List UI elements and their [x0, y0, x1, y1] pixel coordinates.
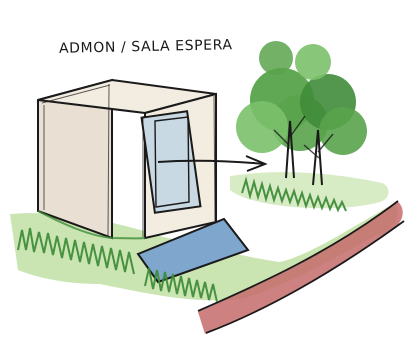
- cube-building: [38, 80, 216, 238]
- grass-patch-right: [230, 172, 389, 208]
